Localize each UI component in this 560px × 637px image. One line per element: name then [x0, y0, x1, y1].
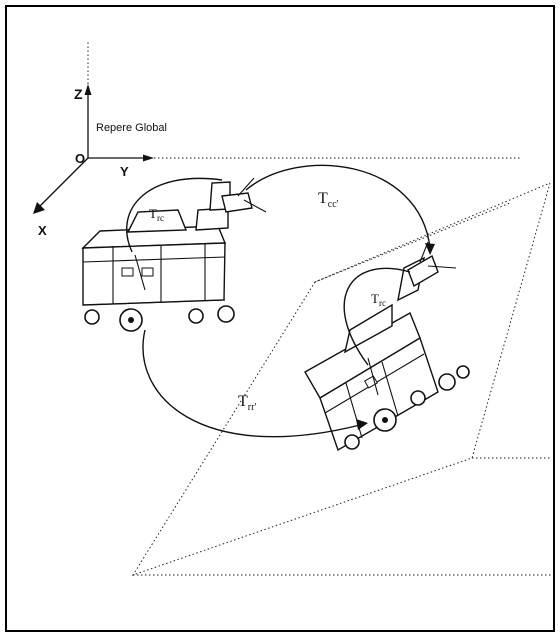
robot-final-wheel-front-hub [382, 417, 388, 423]
plane-top-extension [314, 202, 511, 283]
robot-final-camera [407, 254, 439, 288]
robot-final-wheel-far [456, 365, 470, 379]
arc-t-rr [142, 329, 361, 438]
robot-initial-camera-axis-2 [243, 199, 267, 213]
robot-initial-wheel-left [84, 309, 100, 325]
label-t-rc-initial: Trc [149, 206, 164, 223]
tilted-plane [131, 182, 552, 576]
x-axis-arrowhead [33, 202, 45, 214]
robot-initial-wheel-mid [188, 308, 204, 324]
z-axis-arrowhead [84, 84, 92, 95]
robot-final-wheel-right [438, 373, 456, 391]
robot-initial-vent-2 [141, 267, 154, 277]
arc-t-rc-final [343, 267, 411, 366]
robot-initial-stripe [82, 256, 226, 263]
robot-initial-wheel-front-hub [128, 317, 134, 323]
robot-initial-turret [126, 209, 188, 233]
y-axis-label: Y [120, 164, 129, 179]
arc-t-rr-arrowhead [356, 419, 368, 430]
robot-final-camera-axis-2 [427, 265, 457, 269]
robot-initial-chassis-line [82, 299, 226, 306]
robot-final-wheel-left [344, 434, 360, 450]
figure-border [5, 5, 555, 632]
label-t-rr: Trr' [238, 393, 256, 413]
global-frame: Z Y X O Repere Global [33, 40, 522, 238]
robot-initial-arm-base [195, 207, 229, 231]
robot-initial-wheel-right [217, 305, 235, 323]
robot-initial-vent-1 [121, 267, 134, 277]
z-axis-label: Z [74, 86, 83, 102]
label-t-rc-final: Trc [371, 291, 386, 308]
frame-label: Repere Global [96, 122, 167, 134]
y-axis-arrowhead [143, 154, 154, 162]
robot-initial-body-front [82, 242, 226, 306]
label-t-cc: Tcc' [318, 190, 339, 210]
robot-initial [81, 177, 267, 332]
x-axis-label: X [38, 223, 47, 238]
arc-t-rc-initial [126, 177, 223, 253]
robot-final [304, 241, 470, 452]
robot-final-frame-axis [367, 357, 379, 396]
robot-initial-frame-axis [134, 254, 146, 291]
origin-label: O [75, 151, 85, 166]
robot-final-turret [343, 303, 393, 354]
robot-final-body-front [319, 336, 439, 452]
robot-final-panel-2 [381, 361, 399, 417]
transform-arcs [126, 164, 435, 438]
robot-final-wheel-mid [410, 390, 426, 406]
robot-initial-camera-axis-1 [237, 177, 255, 197]
arc-t-cc-arrowhead [425, 243, 435, 255]
arc-t-cc [245, 164, 431, 249]
x-axis [37, 157, 89, 209]
